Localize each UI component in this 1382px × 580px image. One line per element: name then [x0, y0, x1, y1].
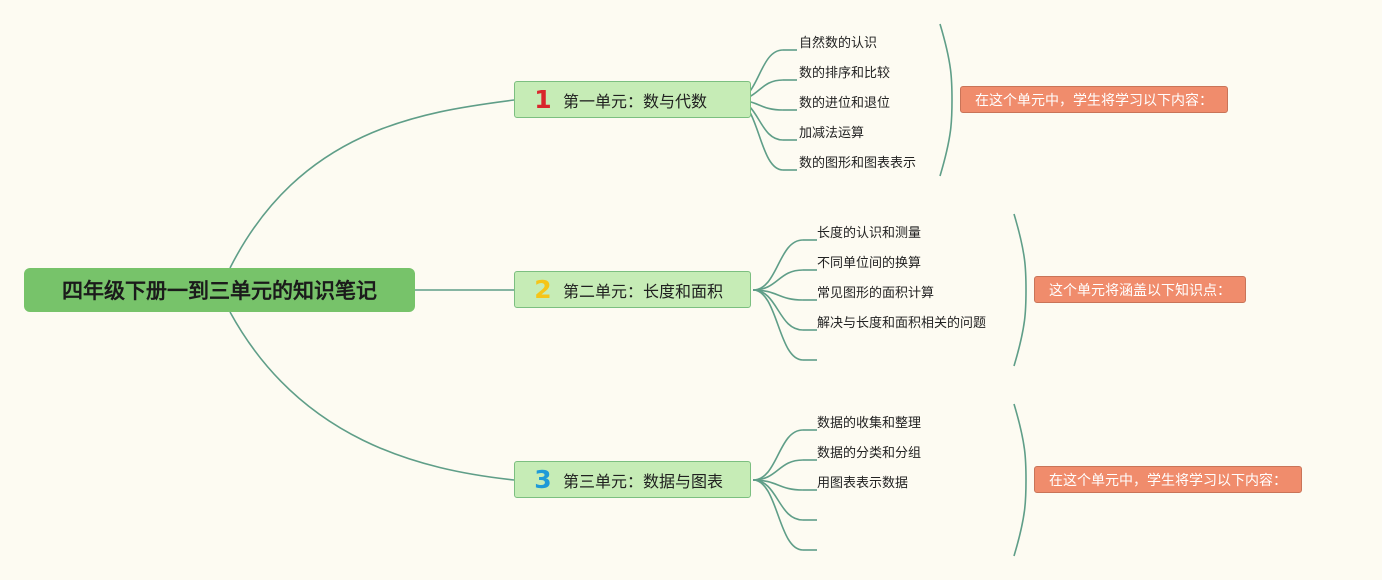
unit-2-summary-text: 这个单元将涵盖以下知识点：	[1049, 282, 1231, 299]
unit-1-summary-bracket	[939, 23, 953, 177]
unit-2-topic[interactable]: 2 第二单元：长度和面积	[514, 271, 751, 308]
unit-2-label: 第二单元：长度和面积	[563, 281, 724, 301]
root-topic[interactable]: 四年级下册一到三单元的知识笔记	[24, 268, 415, 312]
unit-2-subtopic-connector	[752, 269, 804, 291]
unit-1-number-icon: 1	[534, 85, 552, 114]
unit-3-topic[interactable]: 3 第三单元：数据与图表	[514, 461, 751, 498]
unit-3-subtopic[interactable]: 用图表表示数据	[817, 475, 909, 491]
unit-1-summary-callout[interactable]: 在这个单元中，学生将学习以下内容：	[960, 86, 1228, 113]
unit-1-subtopic[interactable]: 加减法运算	[799, 125, 865, 141]
root-topic-label: 四年级下册一到三单元的知识笔记	[62, 279, 377, 303]
unit-3-summary-text: 在这个单元中，学生将学习以下内容：	[1049, 472, 1287, 489]
unit-2-number-icon: 2	[534, 275, 552, 304]
root-connector-unit-1	[229, 99, 515, 269]
unit-3-subtopic-connector	[752, 479, 804, 551]
unit-2-subtopic[interactable]: 常见图形的面积计算	[817, 285, 935, 301]
unit-1-subtopic[interactable]: 数的进位和退位	[799, 95, 891, 111]
root-connector-unit-3	[229, 311, 515, 481]
unit-1-subtopic[interactable]: 数的排序和比较	[799, 65, 891, 81]
unit-1-topic[interactable]: 1 第一单元：数与代数	[514, 81, 751, 118]
unit-3-label: 第三单元：数据与图表	[563, 471, 724, 491]
unit-2-subtopic-connector	[752, 239, 804, 291]
unit-2-subtopic[interactable]: 不同单位间的换算	[817, 255, 922, 271]
unit-3-summary-callout[interactable]: 在这个单元中，学生将学习以下内容：	[1034, 466, 1302, 493]
unit-1-label: 第一单元：数与代数	[563, 91, 708, 111]
unit-3-subtopic[interactable]: 数据的收集和整理	[817, 415, 922, 431]
unit-2-subtopic[interactable]: 解决与长度和面积相关的问题	[817, 315, 987, 331]
unit-2-subtopic[interactable]: 长度的认识和测量	[817, 225, 922, 241]
unit-3-summary-bracket	[1013, 403, 1027, 557]
unit-3-subtopic-connector	[752, 429, 804, 481]
unit-1-summary-text: 在这个单元中，学生将学习以下内容：	[975, 92, 1213, 109]
unit-3-subtopic[interactable]: 数据的分类和分组	[817, 445, 922, 461]
unit-2-summary-callout[interactable]: 这个单元将涵盖以下知识点：	[1034, 276, 1246, 303]
unit-3-subtopic-connector	[752, 459, 804, 481]
unit-2-subtopic-connector	[752, 289, 804, 361]
unit-1-subtopic[interactable]: 自然数的认识	[799, 35, 878, 51]
unit-1-subtopic[interactable]: 数的图形和图表表示	[799, 155, 917, 171]
unit-2-summary-bracket	[1013, 213, 1027, 367]
unit-3-number-icon: 3	[534, 465, 552, 494]
